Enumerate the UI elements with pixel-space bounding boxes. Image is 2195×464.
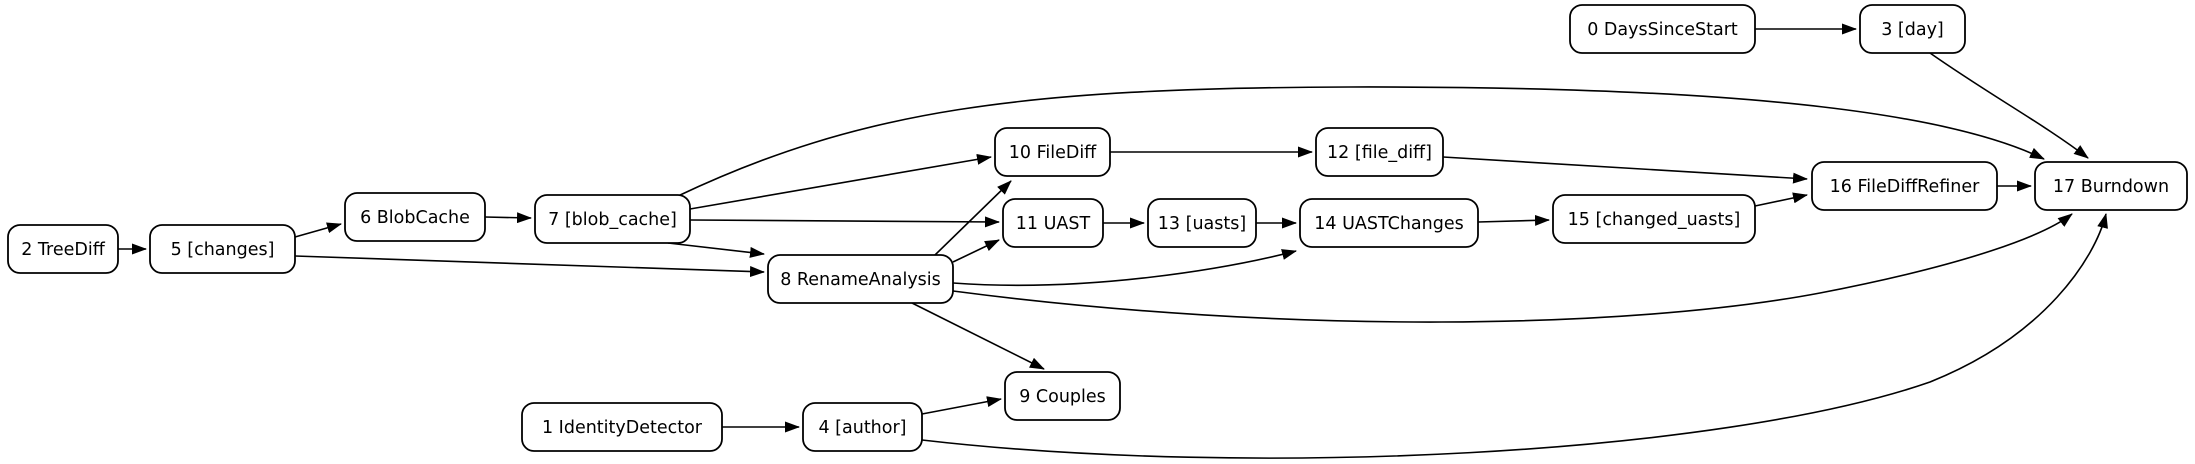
- graph-edge-4-17: [921, 213, 2108, 459]
- node-box: [344, 192, 486, 242]
- edges-layer: [118, 23, 2108, 459]
- graph-node-0: 0 DaysSinceStart: [1569, 4, 1756, 54]
- graph-edge-15-16: [1754, 192, 1808, 207]
- node-label: 4 [author]: [818, 418, 906, 438]
- node-label: 9 Couples: [1019, 387, 1106, 407]
- graph-edge-3-17: [1929, 52, 2089, 159]
- node-label: 2 TreeDiff: [21, 240, 105, 260]
- node-label: 14 UASTChanges: [1314, 214, 1464, 234]
- graph-node-13: 13 [uasts]: [1147, 198, 1257, 248]
- graph-node-2: 2 TreeDiff: [7, 224, 119, 274]
- graph-node-4: 4 [author]: [802, 402, 923, 452]
- node-box: [1569, 4, 1756, 54]
- node-box: [1552, 194, 1756, 244]
- graph-node-8: 8 RenameAnalysis: [767, 254, 954, 304]
- graph-node-14: 14 UASTChanges: [1299, 198, 1479, 248]
- node-label: 7 [blob_cache]: [548, 210, 677, 230]
- graph-edge-5-8: [294, 255, 765, 278]
- graph-edge-8-17: [952, 213, 2073, 323]
- node-label: 11 UAST: [1016, 214, 1091, 234]
- graph-edge-8-10: [934, 180, 1012, 256]
- node-label: 1 IdentityDetector: [542, 418, 703, 438]
- graph-edge-8-11: [952, 239, 1000, 263]
- graph-edge-4-9: [921, 396, 1002, 415]
- graph-edge-7-8: [667, 242, 765, 258]
- node-box: [149, 224, 296, 274]
- node-box: [1859, 4, 1966, 54]
- node-box: [2034, 161, 2188, 211]
- node-box: [1315, 127, 1444, 177]
- graph-node-1: 1 IdentityDetector: [521, 402, 723, 452]
- graph-node-6: 6 BlobCache: [344, 192, 486, 242]
- graph-edge-7-11: [689, 216, 1000, 228]
- graph-node-15: 15 [changed_uasts]: [1552, 194, 1756, 244]
- node-box: [1299, 198, 1479, 248]
- graph-edge-5-6: [294, 222, 342, 238]
- graph-node-16: 16 FileDiffRefiner: [1811, 161, 1998, 211]
- node-label: 0 DaysSinceStart: [1587, 20, 1738, 40]
- node-box: [767, 254, 954, 304]
- graph-node-17: 17 Burndown: [2034, 161, 2188, 211]
- graph-edge-7-10: [689, 153, 992, 210]
- graph-edge-6-7: [484, 212, 532, 224]
- node-label: 6 BlobCache: [360, 208, 470, 228]
- nodes-layer: 0 DaysSinceStart 1 IdentityDetector 2 Tree…: [7, 4, 2188, 452]
- node-box: [521, 402, 723, 452]
- node-label: 17 Burndown: [2053, 177, 2169, 197]
- node-box: [7, 224, 119, 274]
- graph-node-10: 10 FileDiff: [994, 127, 1111, 177]
- graph-edge-12-16: [1442, 156, 1808, 184]
- node-label: 8 RenameAnalysis: [780, 270, 941, 290]
- graph-edge-7-17: [677, 86, 2045, 197]
- node-label: 15 [changed_uasts]: [1568, 210, 1741, 230]
- node-label: 16 FileDiffRefiner: [1830, 177, 1981, 197]
- node-box: [994, 127, 1111, 177]
- node-box: [1004, 371, 1121, 421]
- node-label: 3 [day]: [1881, 20, 1944, 40]
- graph-node-5: 5 [changes]: [149, 224, 296, 274]
- graph-node-3: 3 [day]: [1859, 4, 1966, 54]
- node-label: 12 [file_diff]: [1327, 143, 1432, 163]
- graph-node-7: 7 [blob_cache]: [534, 194, 691, 244]
- node-label: 5 [changes]: [171, 240, 275, 260]
- graph-node-9: 9 Couples: [1004, 371, 1121, 421]
- node-label: 13 [uasts]: [1158, 214, 1246, 234]
- node-box: [1002, 198, 1104, 248]
- graph-edge-8-9: [911, 302, 1045, 370]
- graph-node-11: 11 UAST: [1002, 198, 1104, 248]
- graph-edge-8-14: [952, 249, 1297, 287]
- graph-edge-14-15: [1477, 214, 1550, 226]
- node-box: [1147, 198, 1257, 248]
- node-box: [534, 194, 691, 244]
- node-box: [802, 402, 923, 452]
- node-label: 10 FileDiff: [1009, 143, 1097, 163]
- node-box: [1811, 161, 1998, 211]
- graph-node-12: 12 [file_diff]: [1315, 127, 1444, 177]
